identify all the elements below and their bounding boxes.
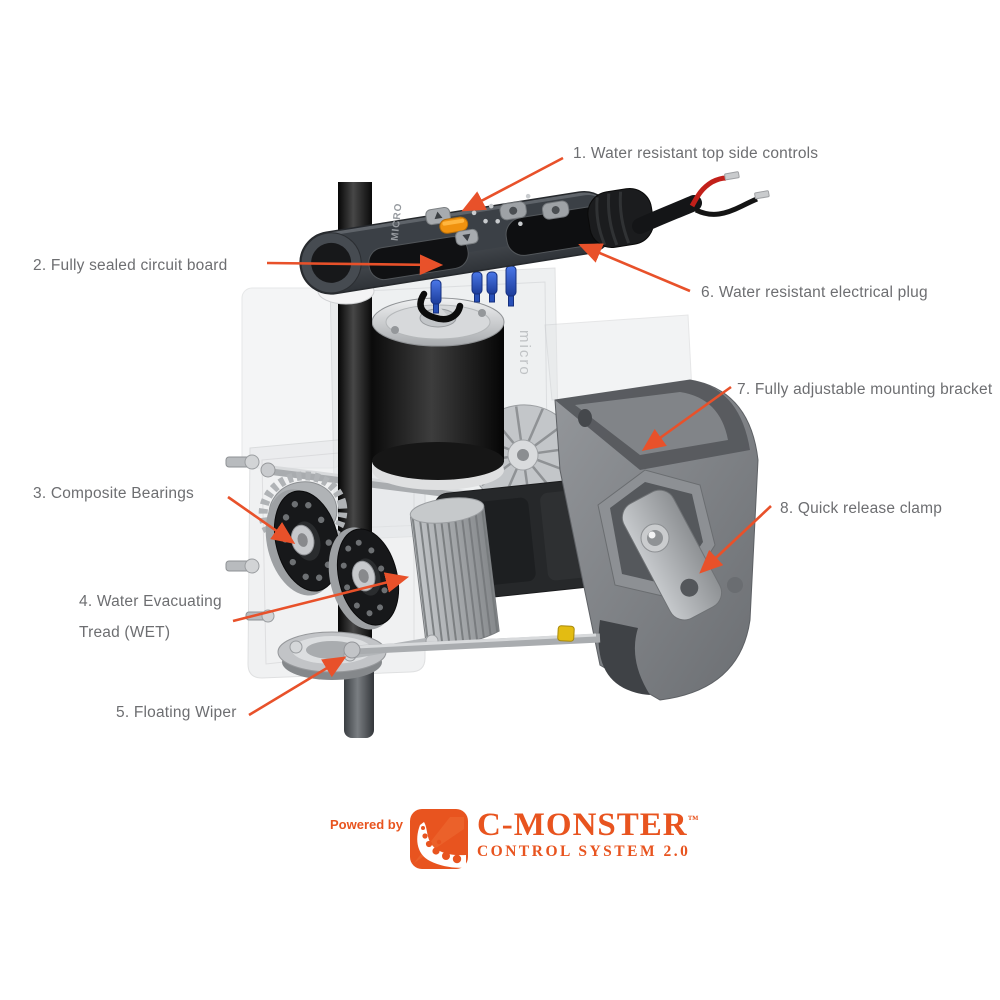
wire-black	[694, 196, 758, 217]
powered-by-text: Powered by	[330, 817, 403, 832]
callout-label-5: 5. Floating Wiper	[116, 704, 237, 721]
motor-cable	[417, 290, 464, 323]
mounting-bracket	[554, 379, 759, 701]
head-brand-label: MICRO	[390, 202, 405, 241]
quick-release-clamp	[597, 469, 723, 621]
power-cable	[632, 171, 770, 234]
top-side-controls	[425, 193, 570, 246]
callout-arrow-8	[699, 505, 772, 574]
connector-pins	[430, 265, 517, 314]
motor	[371, 290, 505, 490]
callout-arrow-5	[248, 656, 347, 717]
callout-arrow-4	[232, 572, 410, 623]
bushing-yellow-lower	[557, 625, 575, 642]
callout-arrow-2	[266, 254, 444, 276]
housing-embossed-label: micro	[516, 330, 533, 377]
trademark-symbol: ™	[687, 814, 700, 826]
callout-label-3: 3. Composite Bearings	[33, 485, 195, 502]
callout-label-4: 4. Water Evacuating Tread (WET)	[79, 593, 222, 641]
callout-label-8: 8. Quick release clamp	[780, 500, 943, 517]
callout-label-7: 7. Fully adjustable mounting bracket	[737, 381, 993, 398]
water-evacuating-tread	[409, 497, 500, 648]
composite-bearing-2	[328, 527, 400, 630]
callout-arrow-3	[227, 495, 296, 544]
brand-name: C-MONSTER	[476, 807, 688, 843]
callout-arrows	[227, 156, 772, 717]
control-head: MICRO	[299, 171, 770, 295]
callout-arrow-6	[578, 243, 691, 293]
tie-rod-lower	[343, 625, 601, 659]
composite-bearing-1	[265, 489, 341, 596]
cmonster-tentacle-icon	[409, 809, 468, 869]
callout-label-6: 6. Water resistant electrical plug	[701, 284, 928, 301]
wire-red	[689, 175, 727, 208]
callout-arrow-1	[461, 156, 564, 212]
brand-subtitle: CONTROL SYSTEM 2.0	[476, 843, 691, 860]
cmonster-logo: Powered by C-MONSTER™ CONTROL SYSTEM 2.0	[330, 809, 700, 869]
callout-arrow-7	[641, 385, 732, 452]
callout-label-1: 1. Water resistant top side controls	[573, 145, 819, 162]
callout-label-2: 2. Fully sealed circuit board	[33, 257, 228, 274]
